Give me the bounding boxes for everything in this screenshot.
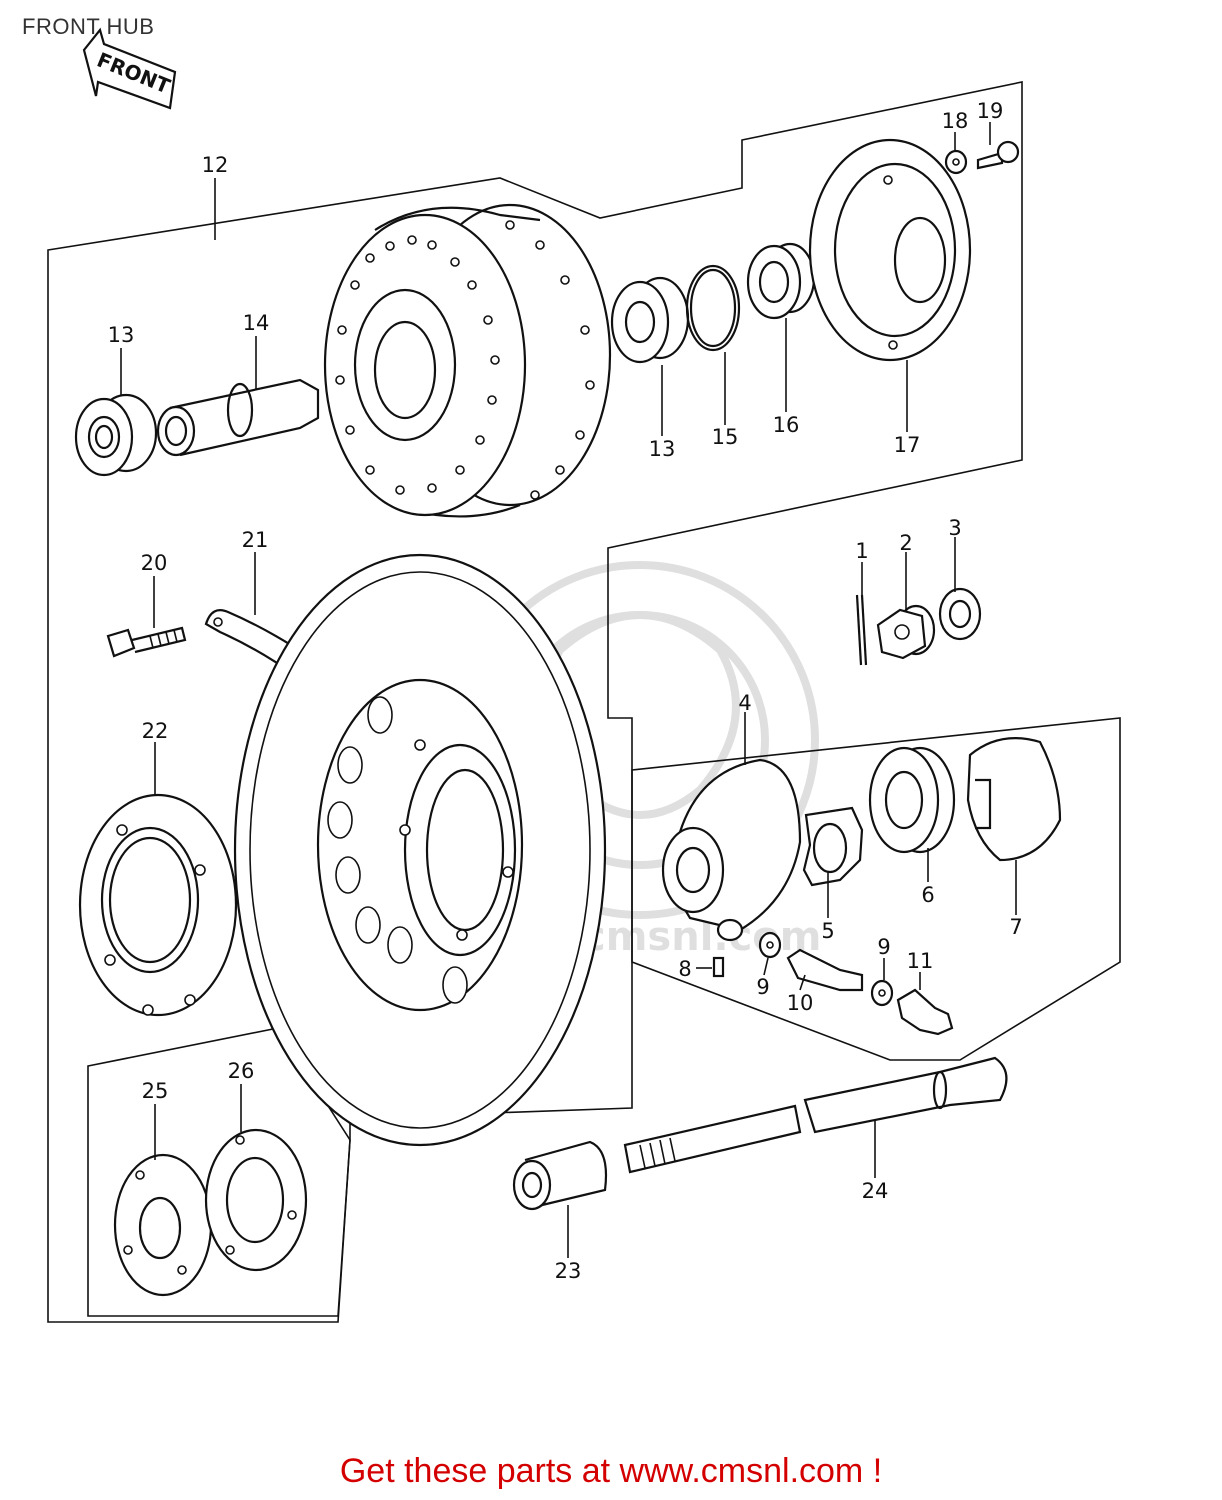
bearing-left [74,393,158,477]
castle-nut [876,604,936,660]
callout-12: 12 [202,153,229,177]
hub-spoke-holes [335,220,595,500]
callout-9a: 9 [756,975,769,999]
page-title: FRONT HUB [22,14,155,39]
callout-5: 5 [821,919,834,943]
disc-hardware-outline [87,1027,351,1317]
gear-housing-outline [631,717,1121,1061]
callout-2: 2 [899,531,912,555]
speedometer-gear-housing [661,758,802,942]
pinion-gear [786,948,864,992]
callout-24: 24 [862,1179,889,1203]
disc-bolt [106,626,187,658]
callout-16: 16 [773,413,800,437]
callout-13a: 13 [108,323,135,347]
front-hub [323,203,612,518]
callout-11: 11 [907,949,934,973]
gear-housing-seal [868,746,956,854]
callout-13b: 13 [649,437,676,461]
callout-7: 7 [1009,915,1022,939]
callout-10: 10 [787,991,814,1015]
speedometer-gear [802,806,864,887]
washer-9-left [758,931,782,959]
callout-21: 21 [242,528,269,552]
callout-23: 23 [555,1259,582,1283]
front-axle [623,1056,1008,1174]
disc-plate [78,793,238,1017]
pin-8 [712,956,725,978]
cotter-pin [855,594,868,666]
axle-washer [938,587,982,641]
brake-disc [233,553,607,1147]
callout-4: 4 [738,691,751,715]
callout-22: 22 [142,719,169,743]
cmsnl-parts-link[interactable]: Get these parts at www.cmsnl.com ! [339,1452,883,1490]
dust-cover-25 [113,1153,213,1297]
callout-6: 6 [921,883,934,907]
distance-collar [156,378,320,457]
leader-lines [120,122,1017,1258]
disc-lightening-holes [327,696,514,1004]
bushing-11 [896,988,954,1036]
callout-9b: 9 [877,935,890,959]
part-callouts: 1 2 3 4 5 6 7 8 9 9 10 11 12 13 13 14 15… [108,99,1023,1283]
callout-1: 1 [855,539,868,563]
axle-collar [512,1140,608,1211]
callout-18: 18 [942,109,969,133]
front-arrow-icon: FRONT [82,27,177,110]
callout-8: 8 [678,957,691,981]
gasket-26 [204,1128,308,1272]
hub-cover [808,138,972,362]
bearing-right [610,276,690,364]
washer-18 [944,149,968,175]
callout-17: 17 [894,433,921,457]
circlip [685,264,741,352]
gear-retainer [966,737,1062,862]
screw-19 [976,140,1020,170]
callout-3: 3 [948,516,961,540]
callout-19: 19 [977,99,1004,123]
callout-14: 14 [243,311,270,335]
callout-25: 25 [142,1079,169,1103]
washer-9-right [870,979,894,1007]
callout-15: 15 [712,425,739,449]
callout-26: 26 [228,1059,255,1083]
oil-seal [746,242,816,320]
callout-20: 20 [141,551,168,575]
